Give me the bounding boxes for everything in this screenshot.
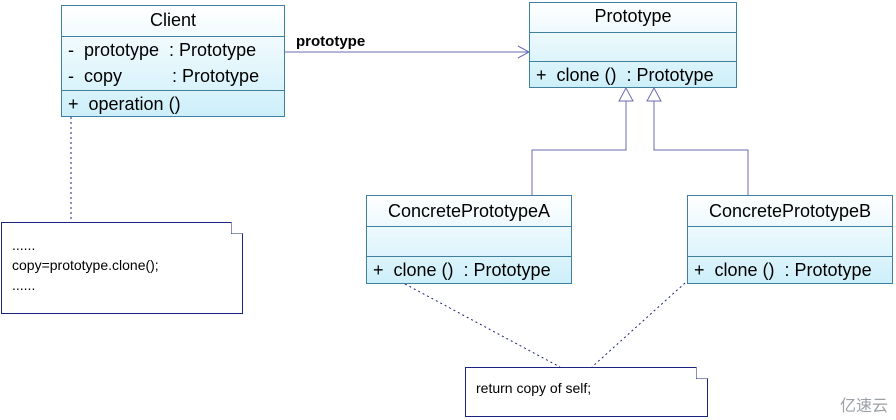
prototype-class[interactable]: Prototype + clone () : Prototype: [529, 2, 737, 88]
client-note[interactable]: ...... copy=prototype.clone(); ......: [1, 222, 243, 314]
concrete-prototype-b-operation-clone: + clone () : Prototype: [694, 260, 872, 280]
client-class-name: Client: [149, 10, 197, 30]
client-operation-operation: + operation (): [68, 94, 181, 114]
concrete-prototype-a-attributes: [367, 226, 571, 256]
client-operations: + operation (): [62, 90, 284, 116]
client-note-line: ......: [12, 237, 36, 253]
generalization-triangle-b: [646, 86, 662, 102]
concrete-prototype-a-operation-clone: + clone () : Prototype: [373, 260, 551, 280]
association-label: prototype: [296, 33, 366, 50]
concrete-note-line: return copy of self;: [476, 380, 592, 396]
client-class[interactable]: Client - prototype : Prototype - copy : …: [61, 5, 285, 117]
concrete-prototype-b-operations: + clone () : Prototype: [688, 256, 892, 283]
concrete-prototype-a-class[interactable]: ConcretePrototypeA + clone () : Prototyp…: [366, 195, 572, 284]
prototype-attributes: [530, 32, 736, 61]
generalization-triangle-a: [618, 86, 634, 102]
generalization-line-b: [653, 100, 749, 195]
client-note-line: copy=prototype.clone();: [12, 257, 159, 273]
concrete-note[interactable]: return copy of self;: [465, 367, 708, 417]
prototype-operations: + clone () : Prototype: [530, 61, 736, 87]
note-fold-icon: [231, 222, 243, 234]
prototype-operation-clone: + clone () : Prototype: [536, 65, 714, 85]
concrete-prototype-b-class[interactable]: ConcretePrototypeB + clone () : Prototyp…: [687, 195, 893, 284]
watermark-logo: 亿速云: [839, 398, 888, 415]
concrete-prototype-b-attributes: [688, 226, 892, 256]
client-attributes: - prototype : Prototype - copy : Prototy…: [62, 36, 284, 90]
client-attribute-copy: - copy : Prototype: [68, 66, 260, 86]
concrete-prototype-a-name: ConcretePrototypeA: [387, 201, 551, 221]
concrete-a-note-anchor: [404, 283, 561, 368]
concrete-b-note-anchor: [591, 282, 686, 368]
client-note-line: ......: [12, 277, 36, 293]
note-fold-icon: [696, 367, 708, 379]
concrete-prototype-a-operations: + clone () : Prototype: [367, 256, 571, 283]
client-attribute-prototype: - prototype : Prototype: [68, 40, 257, 60]
generalization-line-a: [531, 100, 627, 195]
prototype-class-name: Prototype: [594, 6, 672, 26]
concrete-prototype-b-name: ConcretePrototypeB: [708, 201, 872, 221]
